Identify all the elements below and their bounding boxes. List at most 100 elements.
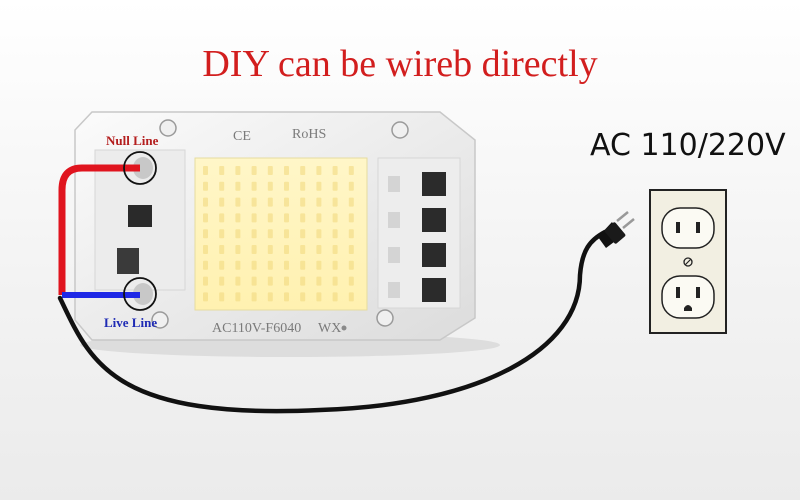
- led-die: [251, 229, 257, 239]
- led-die: [300, 260, 306, 270]
- led-die: [332, 181, 338, 191]
- led-die: [219, 181, 225, 191]
- led-die: [300, 166, 306, 175]
- led-die: [300, 213, 306, 223]
- led-die: [267, 292, 273, 302]
- led-die: [235, 229, 241, 239]
- led-die: [267, 166, 273, 175]
- led-die: [300, 292, 306, 302]
- led-grid: [203, 166, 354, 302]
- board-dot: [341, 325, 347, 331]
- led-die: [332, 166, 338, 175]
- led-die: [251, 166, 257, 175]
- solder-pad: [388, 247, 400, 263]
- led-die: [235, 292, 241, 302]
- led-die: [300, 276, 306, 286]
- led-die: [235, 260, 241, 270]
- led-die: [219, 292, 225, 302]
- led-die: [284, 292, 289, 302]
- led-cob-board: CE RoHS AC110V-F6040 WX: [74, 111, 476, 341]
- led-die: [219, 260, 225, 270]
- led-die: [267, 213, 273, 223]
- led-die: [235, 276, 241, 286]
- led-die: [251, 213, 257, 223]
- led-die: [332, 292, 338, 302]
- outlet-icon: [649, 189, 727, 334]
- led-die: [348, 181, 354, 191]
- led-die: [284, 276, 289, 286]
- rectifier-chip: [422, 172, 446, 196]
- led-die: [332, 197, 338, 207]
- led-die: [203, 260, 208, 270]
- led-die: [348, 166, 354, 175]
- led-die: [203, 292, 208, 302]
- led-die: [316, 276, 322, 286]
- outlet-screw: [683, 257, 693, 267]
- led-die: [267, 276, 273, 286]
- led-die: [267, 197, 273, 207]
- led-die: [284, 197, 289, 207]
- led-die: [316, 245, 322, 254]
- led-die: [284, 166, 289, 175]
- rectifier-pads: [388, 172, 446, 302]
- null-wire: [58, 164, 140, 295]
- led-die: [203, 276, 208, 286]
- led-die: [203, 245, 208, 254]
- led-die: [316, 229, 322, 239]
- led-die: [348, 292, 354, 302]
- solder-pad: [388, 212, 400, 228]
- led-die: [219, 197, 225, 207]
- led-die: [235, 181, 241, 191]
- led-die: [219, 229, 225, 239]
- led-die: [300, 197, 306, 207]
- led-die: [316, 166, 322, 175]
- null-line-label: Null Line: [106, 133, 159, 148]
- led-die: [348, 213, 354, 223]
- led-die: [251, 276, 257, 286]
- led-die: [284, 260, 289, 270]
- led-die: [348, 260, 354, 270]
- mount-hole-top-left: [159, 119, 177, 137]
- led-die: [203, 181, 208, 191]
- mount-hole-top-right: [391, 121, 409, 139]
- chip-2: [117, 248, 139, 274]
- led-die: [219, 166, 225, 175]
- led-die: [332, 260, 338, 270]
- led-die: [267, 181, 273, 191]
- led-die: [203, 213, 208, 223]
- led-die: [235, 245, 241, 254]
- led-die: [332, 213, 338, 223]
- live-terminal-circle: [123, 277, 157, 311]
- led-die: [203, 166, 208, 175]
- led-die: [348, 229, 354, 239]
- led-die: [203, 229, 208, 239]
- led-die: [235, 166, 241, 175]
- page-title: DIY can be wireb directly: [202, 43, 598, 85]
- led-die: [219, 245, 225, 254]
- led-die: [348, 197, 354, 207]
- led-die: [332, 229, 338, 239]
- led-die: [300, 229, 306, 239]
- ac-voltage-label: AC 110/220V: [590, 128, 786, 163]
- led-die: [235, 213, 241, 223]
- led-die: [251, 181, 257, 191]
- ce-mark: CE: [233, 129, 251, 144]
- led-die: [284, 213, 289, 223]
- led-die: [203, 197, 208, 207]
- upper-receptacle: [661, 207, 715, 249]
- led-die: [316, 260, 322, 270]
- led-die: [251, 245, 257, 254]
- led-die: [348, 245, 354, 254]
- mount-hole-bottom-right: [376, 309, 394, 327]
- led-die: [316, 213, 322, 223]
- live-terminal-pad: [133, 283, 153, 305]
- rectifier-chip: [422, 278, 446, 302]
- led-die: [251, 197, 257, 207]
- solder-pad: [388, 176, 400, 192]
- led-die: [251, 260, 257, 270]
- led-die: [300, 181, 306, 191]
- led-die: [316, 197, 322, 207]
- led-die: [251, 292, 257, 302]
- rohs-mark: RoHS: [292, 127, 326, 142]
